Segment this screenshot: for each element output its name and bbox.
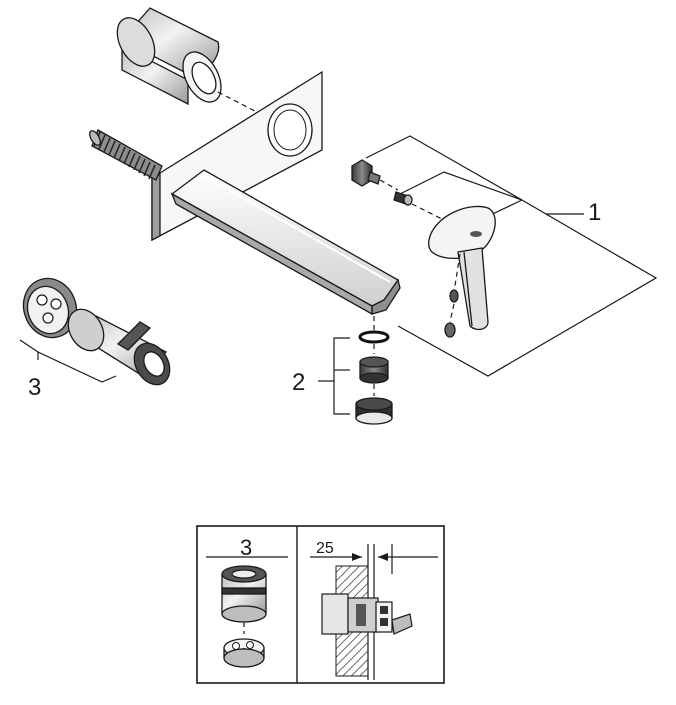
callout-1: 1 [588, 199, 601, 226]
aerator-insert [359, 356, 389, 384]
handle-screw [393, 191, 413, 206]
spout [170, 169, 401, 316]
wall-sleeve [116, 7, 222, 106]
cartridge-set-bracket [19, 339, 117, 383]
handle-cap-screw [444, 322, 456, 338]
callout-2: 2 [292, 369, 305, 396]
dimension-label: 25 [316, 540, 334, 557]
lever-handle [428, 205, 496, 331]
handle-grub-screw [449, 289, 459, 303]
cartridge-disc [22, 277, 78, 339]
handle-set-bracket [365, 135, 658, 377]
aerator-set-bracket [318, 337, 350, 415]
aerator-housing [355, 397, 393, 425]
callout-3: 3 [28, 374, 41, 401]
detail-cartridge-label: 3 [240, 535, 252, 560]
threaded-rod [89, 129, 163, 181]
detail-cartridge-disc [223, 638, 265, 668]
hex-nut [351, 159, 381, 187]
installed-body [321, 593, 413, 635]
cartridge-body [67, 308, 171, 386]
detail-cartridge [221, 565, 267, 623]
aerator-washer [358, 330, 390, 344]
